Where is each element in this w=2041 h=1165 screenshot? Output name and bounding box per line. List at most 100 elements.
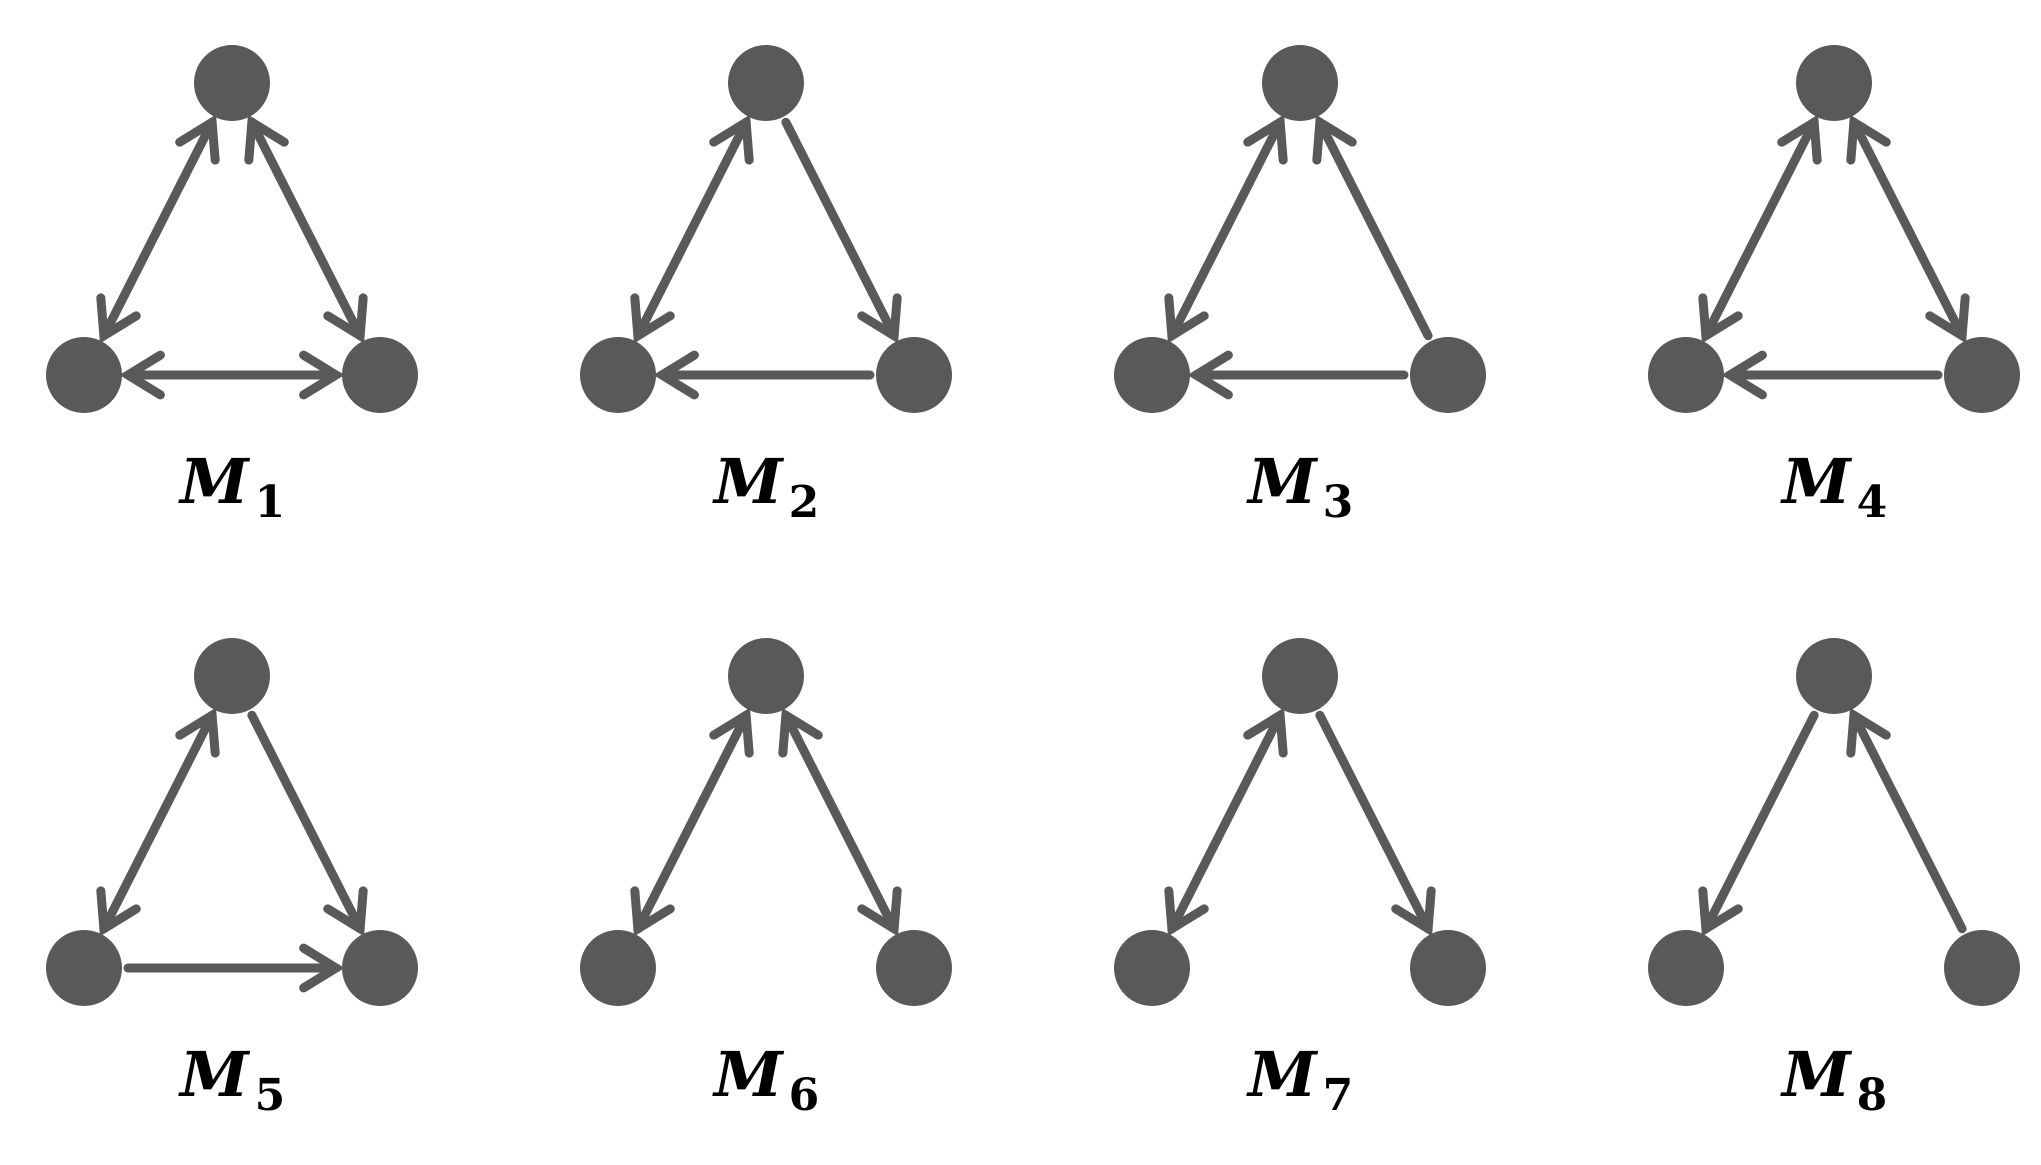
node-right: [342, 930, 418, 1006]
edge-top-right-arrowhead-end: [1391, 886, 1436, 937]
node-right: [342, 337, 418, 413]
edge-top-left-line: [99, 117, 217, 341]
motif-label-subscript: 7: [1323, 1070, 1354, 1121]
edge-top-right-arrowhead-end: [1925, 293, 1970, 344]
edge-top-right-line: [781, 117, 899, 341]
edge-top-left-arrowhead-end: [96, 293, 141, 344]
edge-left-right-arrowhead-start: [1187, 350, 1233, 400]
edge-top-right-arrowhead-start: [1312, 114, 1357, 165]
node-left: [1648, 337, 1724, 413]
edge-top-right-line: [1315, 710, 1433, 934]
edge-top-left-line: [1167, 710, 1285, 934]
edge-top-right-arrowhead-start: [1846, 114, 1891, 165]
node-right: [1410, 337, 1486, 413]
edge-top-left-line: [1167, 117, 1285, 341]
motif-label-subscript: 5: [255, 1070, 286, 1121]
motif-label-name: M: [178, 1038, 251, 1111]
edge-top-left-arrowhead-end: [1698, 886, 1743, 937]
motif-label-name: M: [1246, 1038, 1319, 1111]
edge-top-right-line: [1849, 710, 1967, 934]
motif-label-subscript: 3: [1323, 477, 1354, 528]
node-right: [876, 337, 952, 413]
motif-label-name: M: [1246, 445, 1319, 518]
node-right: [1944, 337, 2020, 413]
edge-top-right-arrowhead-start: [244, 114, 289, 165]
edge-top-left-arrowhead-end: [630, 293, 675, 344]
edge-left-right-arrowhead-start: [119, 350, 165, 400]
node-left: [1114, 337, 1190, 413]
node-right: [876, 930, 952, 1006]
node-top: [194, 638, 270, 714]
node-top: [194, 45, 270, 121]
edge-top-left-arrowhead-start: [175, 707, 220, 758]
edge-top-left-arrowhead-end: [96, 886, 141, 937]
edge-top-right-arrowhead-start: [1846, 707, 1891, 758]
edge-left-right-arrowhead-start: [1721, 350, 1767, 400]
motif-label-subscript: 6: [789, 1070, 820, 1121]
edge-top-left-arrowhead-end: [630, 886, 675, 937]
motif-label-name: M: [178, 445, 251, 518]
motif-label-name: M: [1780, 445, 1853, 518]
edge-top-left-line: [99, 710, 217, 934]
edge-top-right-arrowhead-end: [857, 293, 902, 344]
motif-label-name: M: [1780, 1038, 1853, 1111]
node-top: [1262, 638, 1338, 714]
edge-top-left-arrowhead-start: [709, 707, 754, 758]
edge-left-right-arrowhead-end: [299, 350, 345, 400]
edge-left-right-arrowhead-end: [299, 943, 345, 993]
node-top: [1796, 45, 1872, 121]
node-left: [1114, 930, 1190, 1006]
node-top: [728, 638, 804, 714]
node-left: [1648, 930, 1724, 1006]
edge-top-right-arrowhead-end: [323, 293, 368, 344]
edge-top-left-arrowhead-start: [175, 114, 220, 165]
motif-label-subscript: 8: [1857, 1070, 1888, 1121]
node-left: [580, 337, 656, 413]
edge-top-left-arrowhead-start: [1243, 707, 1288, 758]
edge-top-left-line: [1701, 117, 1819, 341]
edge-top-right-arrowhead-start: [778, 707, 823, 758]
node-top: [1796, 638, 1872, 714]
edge-top-left-arrowhead-end: [1164, 886, 1209, 937]
edge-top-left-arrowhead-start: [1777, 114, 1822, 165]
edge-top-left-arrowhead-end: [1164, 293, 1209, 344]
motif-label-subscript: 2: [789, 477, 820, 528]
edge-top-left-line: [1701, 710, 1819, 934]
node-left: [580, 930, 656, 1006]
motif-label-subscript: 1: [255, 477, 286, 528]
edge-top-right-arrowhead-end: [857, 886, 902, 937]
node-right: [1410, 930, 1486, 1006]
edge-top-right-line: [247, 710, 365, 934]
edge-top-right-line: [781, 710, 899, 934]
edge-top-right-arrowhead-end: [323, 886, 368, 937]
motif-label-name: M: [712, 1038, 785, 1111]
edge-top-left-arrowhead-start: [709, 114, 754, 165]
node-left: [46, 930, 122, 1006]
edge-top-left-arrowhead-end: [1698, 293, 1743, 344]
node-top: [728, 45, 804, 121]
edge-top-right-line: [1849, 117, 1967, 341]
node-top: [1262, 45, 1338, 121]
node-right: [1944, 930, 2020, 1006]
edge-top-left-arrowhead-start: [1243, 114, 1288, 165]
motif-label-subscript: 4: [1857, 477, 1888, 528]
node-left: [46, 337, 122, 413]
edge-top-left-line: [633, 117, 751, 341]
